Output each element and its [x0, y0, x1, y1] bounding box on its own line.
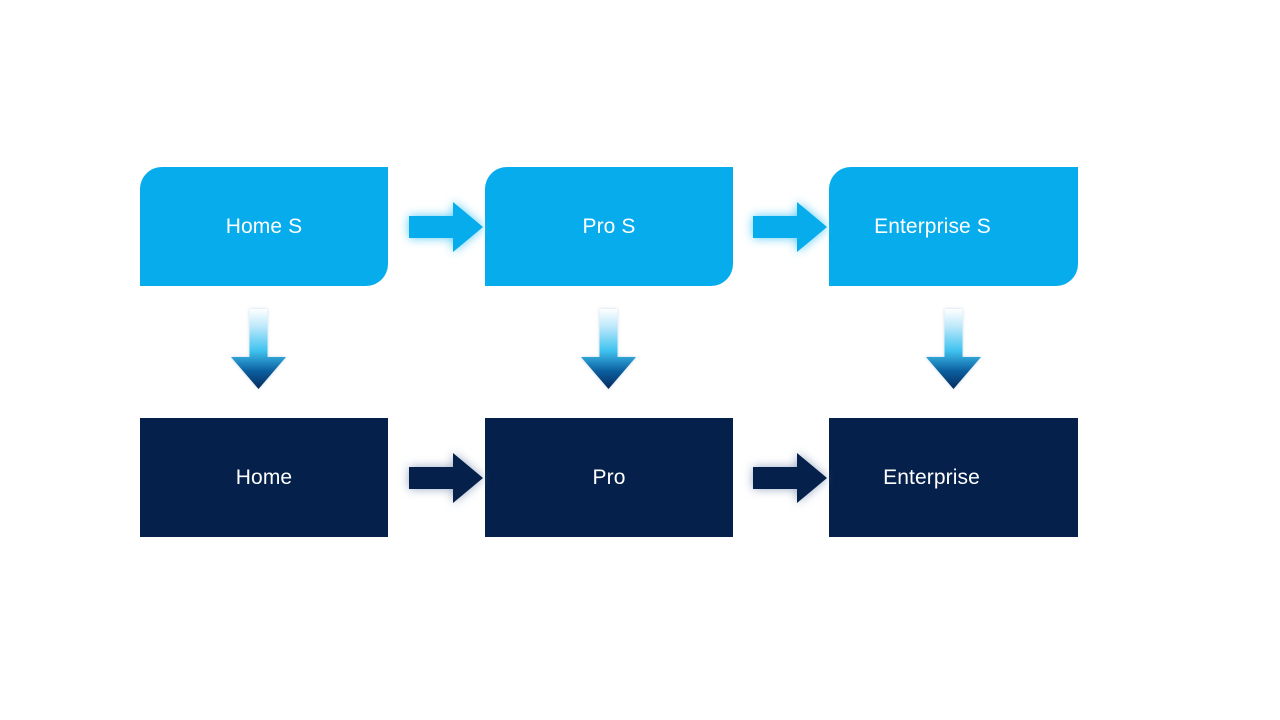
node-home-s[interactable]: Home S [140, 167, 388, 286]
node-pro-s[interactable]: Pro S [485, 167, 733, 286]
arrow-right-icon [409, 453, 483, 503]
node-enterprise[interactable]: Enterprise [829, 418, 1078, 537]
arrow-down-icon [926, 309, 981, 389]
arrow-right-icon [753, 202, 827, 252]
arrow-pro-s-to-pro [581, 309, 636, 389]
arrow-right-icon [753, 453, 827, 503]
arrow-pro-s-to-enterprise-s [753, 202, 827, 252]
arrow-right-icon [409, 202, 483, 252]
node-enterprise-s[interactable]: Enterprise S [829, 167, 1078, 286]
node-home[interactable]: Home [140, 418, 388, 537]
arrow-down-icon [581, 309, 636, 389]
node-label: Home S [225, 215, 303, 238]
node-label: Pro [592, 466, 626, 489]
arrow-enterprise-s-to-enterprise [926, 309, 981, 389]
node-label: Pro S [582, 215, 636, 238]
node-label: Home [235, 466, 293, 489]
arrow-down-icon [231, 309, 286, 389]
arrow-home-to-pro [409, 453, 483, 503]
arrow-home-s-to-home [231, 309, 286, 389]
node-pro[interactable]: Pro [485, 418, 733, 537]
node-label: Enterprise S [874, 215, 991, 238]
node-label: Enterprise [883, 466, 980, 489]
arrow-pro-to-enterprise [753, 453, 827, 503]
arrow-home-s-to-pro-s [409, 202, 483, 252]
